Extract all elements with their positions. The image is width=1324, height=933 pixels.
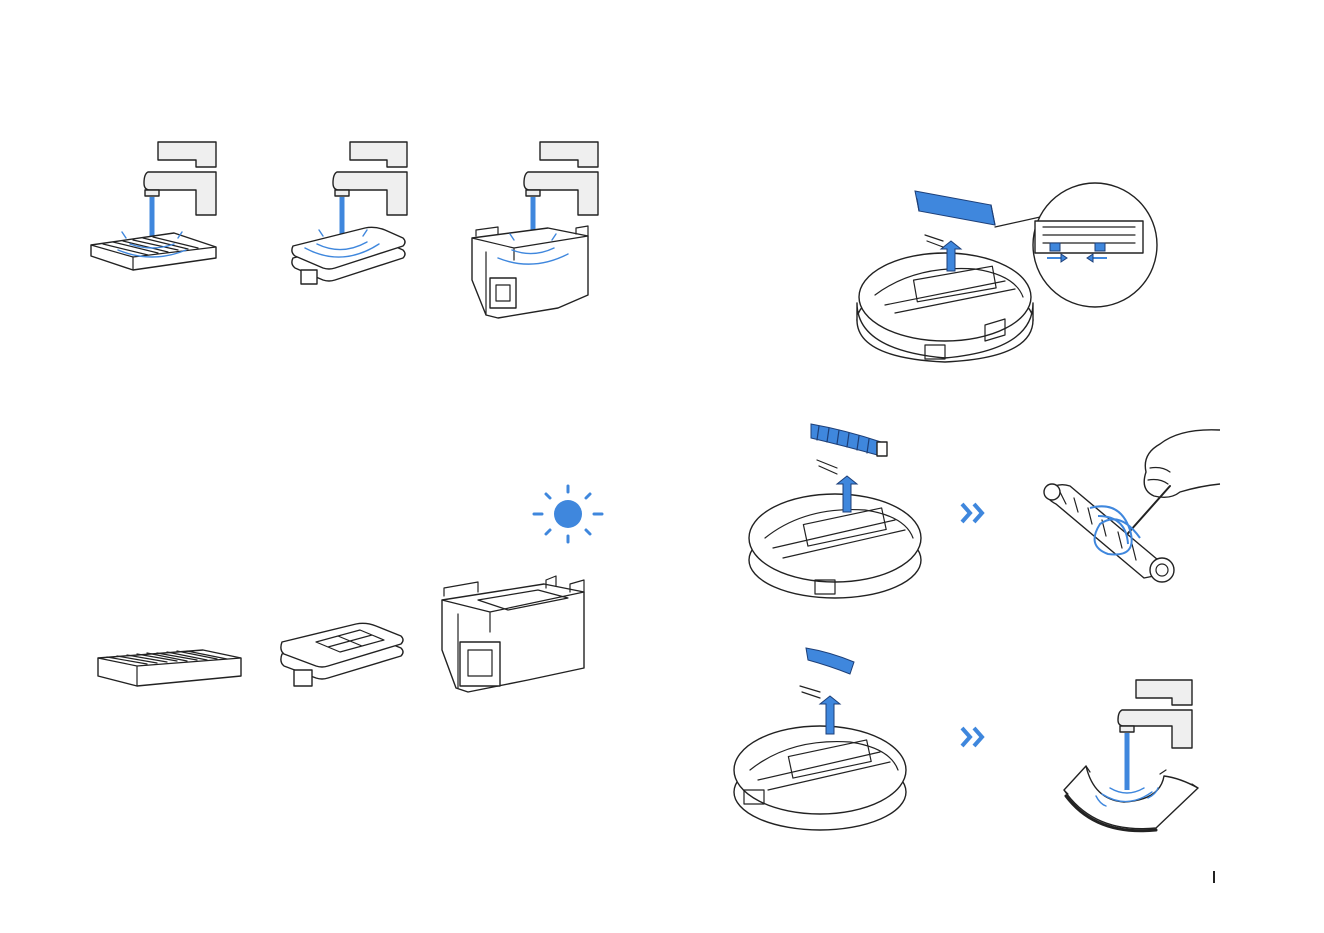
filter-under-tap	[88, 140, 228, 270]
dry-dust-bin	[438, 570, 598, 695]
main-brush-icon	[811, 424, 887, 456]
dry-sponge-filter	[276, 614, 411, 694]
dust-bin-under-tap	[468, 140, 608, 320]
double-chevron-right-icon	[960, 502, 988, 524]
sponge-filter-under-tap	[285, 140, 415, 290]
rinse-brush-cover	[1060, 678, 1200, 838]
step-remove-brush-guard	[855, 185, 1165, 375]
cut-hair-from-brush	[1030, 420, 1230, 620]
double-chevron-right-icon-2	[960, 726, 988, 748]
page-number-mark	[1213, 871, 1215, 883]
dry-filter	[95, 640, 245, 690]
step-remove-brush-cover	[730, 642, 910, 837]
sun-icon	[530, 482, 606, 550]
step-remove-main-brush	[745, 420, 925, 605]
